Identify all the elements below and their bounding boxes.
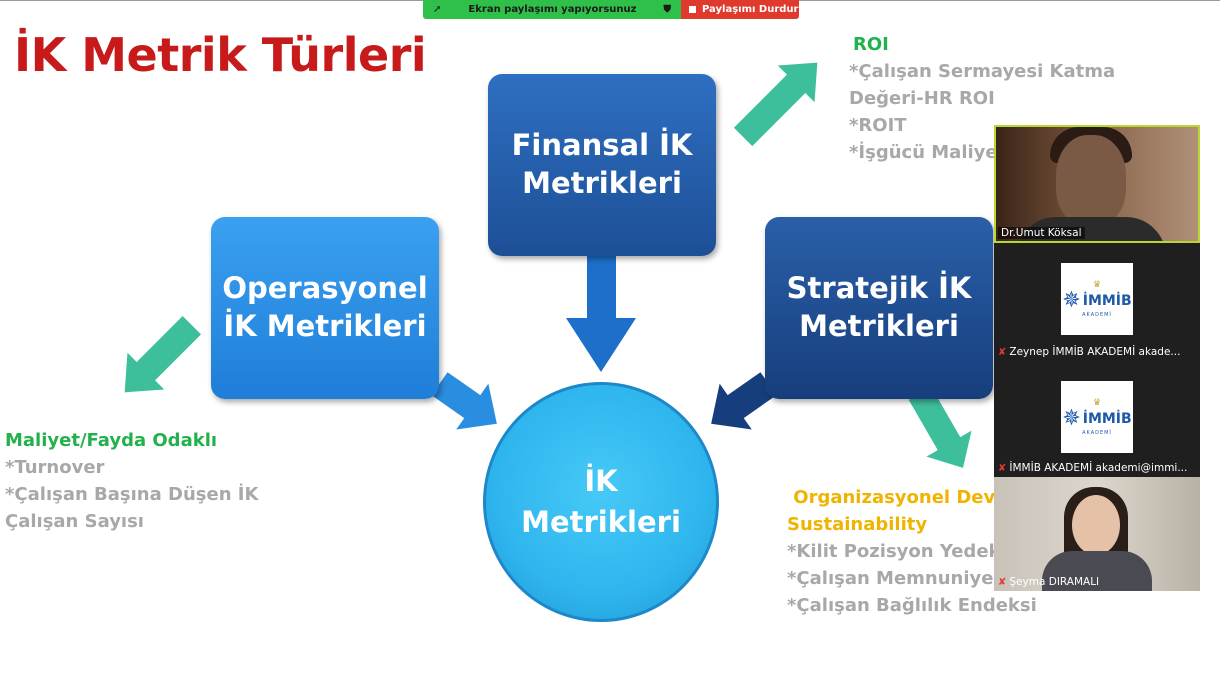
mic-muted-icon: ✘ <box>998 576 1007 588</box>
share-arrow-icon: ➚ <box>433 4 442 15</box>
mic-muted-icon: ✘ <box>998 462 1007 474</box>
crown-icon: ♛ <box>1092 397 1102 408</box>
maliyet-item: *Çalışan Başına Düşen İK <box>5 484 259 505</box>
org-item: *Kilit Pozisyon Yedek <box>787 541 1001 562</box>
org-block: Organizasyonel Dev Sustainability *Kilit… <box>787 484 1037 619</box>
participant-name: Dr.Umut Köksal <box>998 227 1085 239</box>
roi-heading: ROI <box>853 34 889 55</box>
finansal-line2: Metrikleri <box>522 166 682 200</box>
maliyet-block: Maliyet/Fayda Odaklı *Turnover *Çalışan … <box>5 427 258 535</box>
participant-tile[interactable]: ♛ ✵ İMMİB AKADEMİ ✘ İMMİB AKADEMİ akadem… <box>994 361 1200 477</box>
mic-muted-icon: ✘ <box>998 346 1007 358</box>
operasyonel-line1: Operasyonel <box>222 271 428 306</box>
shield-icon: ⛊ <box>663 4 672 15</box>
star-icon: ✵ <box>1062 405 1081 431</box>
arrow-to-roi <box>733 62 818 147</box>
org-item: *Çalışan Bağlılık Endeksi <box>787 595 1037 616</box>
stratejik-line1: Stratejik İK <box>786 271 972 306</box>
operasyonel-line2: İK Metrikleri <box>223 309 427 343</box>
participant-name: ✘ İMMİB AKADEMİ akademi@immi... <box>998 462 1188 474</box>
roi-block: ROI *Çalışan Sermayesi Katma Değeri-HR R… <box>849 31 1115 166</box>
finansal-line1: Finansal İK <box>511 128 693 163</box>
maliyet-heading: Maliyet/Fayda Odaklı <box>5 430 218 451</box>
share-status-label: Ekran paylaşımı yapıyorsunuz <box>468 4 637 15</box>
participant-name: ✘ Şeyma DIRAMALI <box>998 576 1100 588</box>
finansal-box: Finansal İK Metrikleri <box>488 74 716 256</box>
participant-video <box>994 477 1200 591</box>
maliyet-item: *Turnover <box>5 457 105 478</box>
immib-logo: ♛ ✵ İMMİB AKADEMİ <box>1061 263 1133 335</box>
participant-tile[interactable]: ♛ ✵ İMMİB AKADEMİ ✘ Zeynep İMMİB AKADEMİ… <box>994 243 1200 361</box>
org-heading-2: Sustainability <box>787 514 928 535</box>
roi-item: *ROIT <box>849 115 907 136</box>
center-circle: İK Metrikleri <box>483 382 719 622</box>
participant-tile[interactable]: ✘ Şeyma DIRAMALI <box>994 477 1200 591</box>
slide-title: İK Metrik Türleri <box>14 28 427 82</box>
crown-icon: ♛ <box>1092 279 1102 290</box>
roi-item: *Çalışan Sermayesi Katma <box>849 61 1116 82</box>
arrow-finansal-to-center <box>566 256 636 372</box>
arrow-operasyonel-to-center <box>431 372 497 430</box>
stop-icon <box>689 6 696 13</box>
org-item: *Çalışan Memnuniye <box>787 568 994 589</box>
arrow-stratejik-to-center <box>711 372 777 430</box>
immib-logo: ♛ ✵ İMMİB AKADEMİ <box>1061 381 1133 453</box>
share-status[interactable]: ➚ Ekran paylaşımı yapıyorsunuz ⛊ <box>423 0 681 19</box>
stratejik-line2: Metrikleri <box>799 309 959 343</box>
participant-video <box>996 127 1198 241</box>
screen-share-bar: ➚ Ekran paylaşımı yapıyorsunuz ⛊ Paylaşı… <box>423 0 799 19</box>
participant-name: ✘ Zeynep İMMİB AKADEMİ akade... <box>998 346 1181 358</box>
roi-item: Değeri-HR ROI <box>849 88 995 109</box>
stop-share-label: Paylaşımı Durdur <box>702 4 799 15</box>
roi-item: *İşgücü Maliye <box>849 142 998 163</box>
stratejik-box: Stratejik İK Metrikleri <box>765 217 993 399</box>
center-line1: İK <box>584 464 618 499</box>
org-heading: Organizasyonel Dev <box>787 487 996 508</box>
arrow-to-org <box>908 386 972 468</box>
maliyet-item: Çalışan Sayısı <box>5 511 144 532</box>
star-icon: ✵ <box>1062 287 1081 313</box>
center-line2: Metrikleri <box>521 505 681 539</box>
stop-share-button[interactable]: Paylaşımı Durdur <box>681 0 799 19</box>
participant-tile[interactable]: Dr.Umut Köksal <box>994 125 1200 243</box>
operasyonel-box: Operasyonel İK Metrikleri <box>211 217 439 399</box>
arrow-to-maliyet <box>124 315 202 393</box>
